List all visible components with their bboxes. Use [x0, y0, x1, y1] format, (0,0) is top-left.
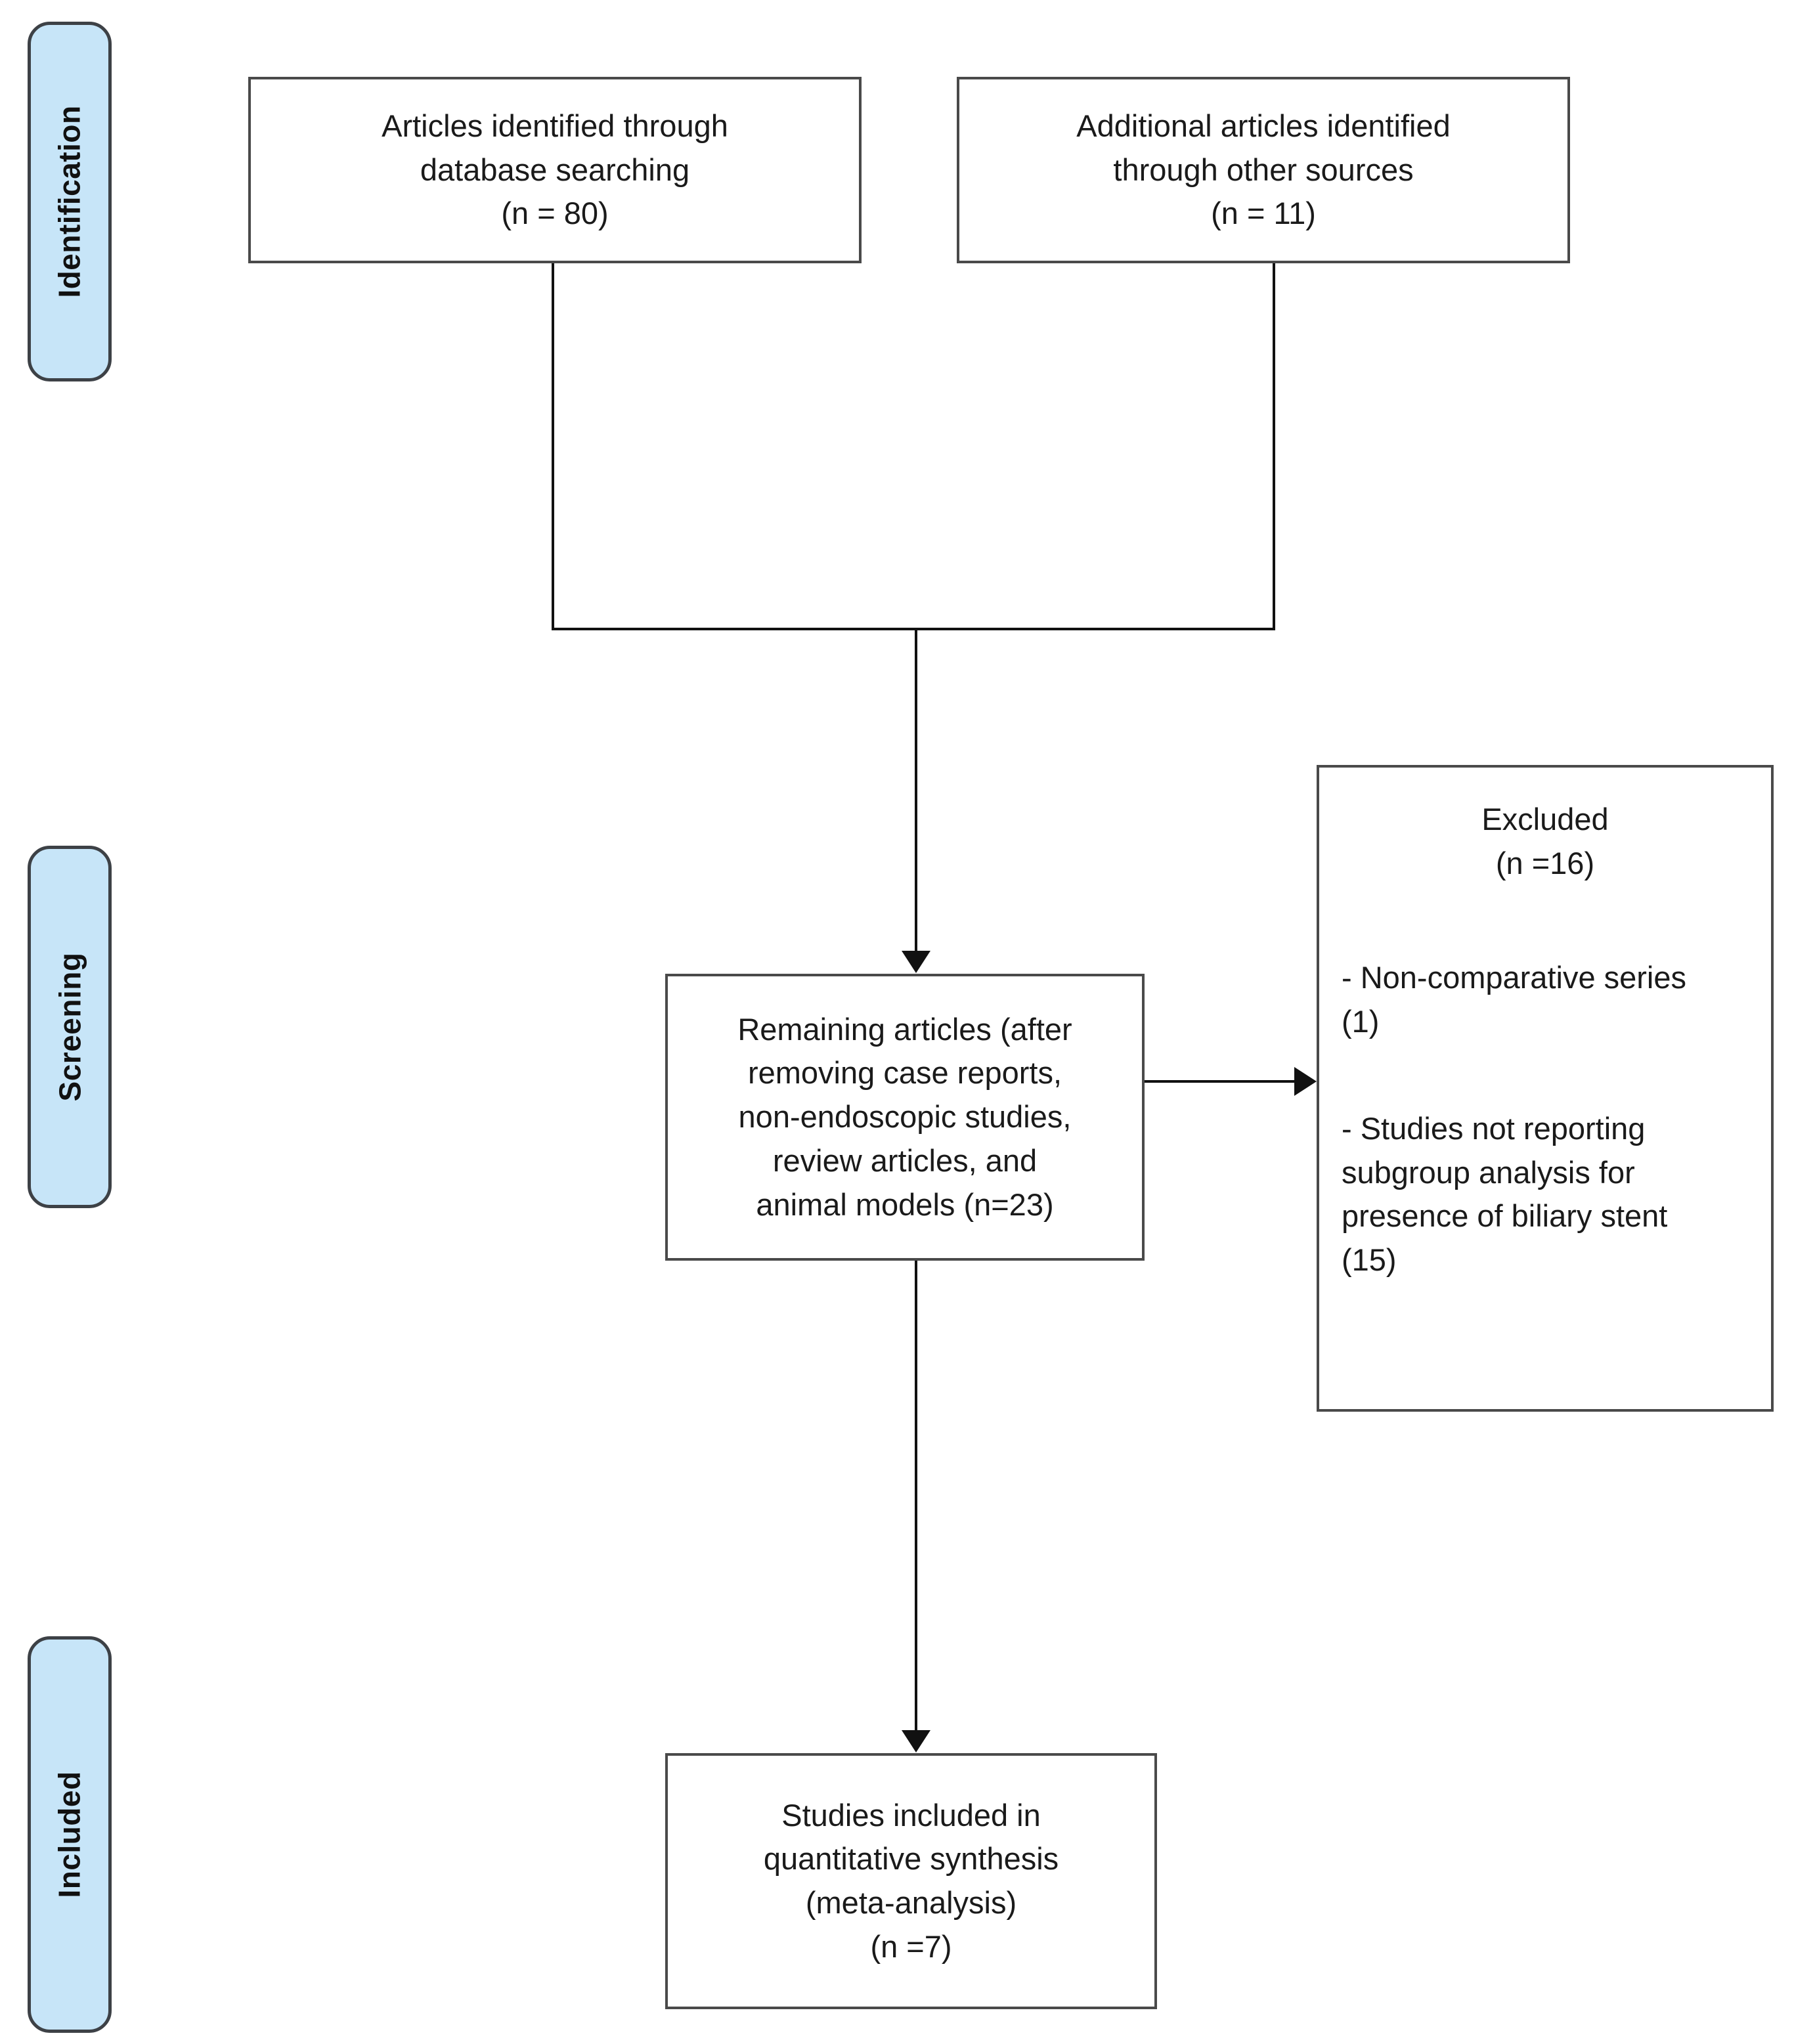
arrow-down-to-remaining-icon [902, 951, 930, 973]
box-excluded-reason-non-comparative-series: - Non-comparative series (1) [1342, 960, 1687, 1039]
stage-label-included: Included [53, 1771, 87, 1898]
arrow-right-to-excluded-icon [1294, 1067, 1317, 1096]
box-remaining-articles: Remaining articles (after removing case … [665, 974, 1145, 1261]
box-database-search: Articles identified through database sea… [248, 77, 862, 263]
connector-remaining-to-excluded [1145, 1080, 1297, 1083]
connector-merge-bar [552, 628, 1275, 630]
connector-remaining-to-included [915, 1261, 917, 1730]
stage-label-screening: Screening [53, 952, 87, 1102]
box-remaining-articles-text: Remaining articles (after removing case … [737, 1011, 1072, 1222]
box-database-search-text: Articles identified through database sea… [382, 108, 728, 231]
box-excluded-header: Excluded (n =16) [1481, 802, 1609, 881]
box-excluded: Excluded (n =16) - Non-comparative serie… [1317, 765, 1774, 1412]
stage-label-identification: Identification [53, 105, 87, 298]
box-included-studies: Studies included in quantitative synthes… [665, 1753, 1157, 2009]
stage-pill-included: Included [28, 1636, 112, 2033]
connector-merge-to-remaining [915, 628, 917, 951]
box-other-sources: Additional articles identified through o… [957, 77, 1570, 263]
connector-other-sources-down [1273, 263, 1275, 630]
stage-pill-identification: Identification [28, 22, 112, 381]
box-excluded-reason-no-subgroup-analysis: - Studies not reporting subgroup analysi… [1342, 1110, 1668, 1278]
arrow-down-to-included-icon [902, 1730, 930, 1752]
stage-pill-screening: Screening [28, 846, 112, 1208]
box-other-sources-text: Additional articles identified through o… [1076, 108, 1451, 231]
connector-database-search-down [552, 263, 554, 630]
box-included-studies-text: Studies included in quantitative synthes… [763, 1797, 1059, 1964]
